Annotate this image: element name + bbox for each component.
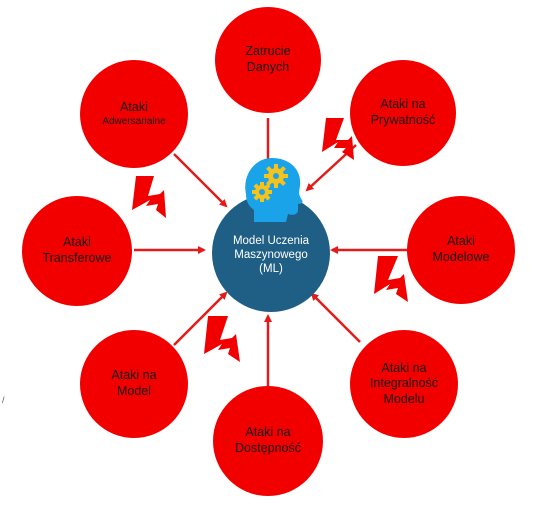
node-ataki-na-model: Ataki na Model [80, 330, 188, 438]
node-label: Ataki Transferowe [42, 235, 111, 266]
node-ataki-adwersarialne: Ataki Adwersarialne [80, 60, 188, 168]
node-label-line-2: Model [116, 384, 152, 398]
node-label-line-1: Ataki [447, 234, 475, 249]
center-label-line-1: Model Uczenia [232, 234, 310, 247]
stray-mark: / [2, 395, 5, 405]
lightning-bolt-icon [322, 118, 354, 160]
node-zatrucie-danych: Zatrucie Danych [215, 7, 321, 113]
node-label-line-2: Adwersarialne [102, 115, 166, 127]
node-label-line-2: Dostępność [234, 441, 301, 455]
center-label-line-2: Maszynowego [234, 248, 308, 261]
node-ataki-na-integralnosc-modelu: Ataki na Integralność Modelu [350, 330, 458, 438]
node-label: Ataki na Prywatność [371, 97, 436, 128]
node-label-line-1: Ataki na [381, 360, 427, 375]
arrow-ataki-na-model [173, 291, 228, 346]
node-label-line-1: Zatrucie [245, 44, 291, 59]
node-label: Ataki na Dostępność [235, 425, 301, 456]
node-label-line-2: Integralność [369, 376, 439, 391]
node-label: Ataki Modelowe [433, 234, 490, 265]
node-label-line-1: Ataki [63, 235, 91, 250]
node-label-line-2: Danych [246, 60, 290, 74]
node-label-line-1: Ataki [120, 99, 148, 114]
lightning-bolt-icon [374, 256, 408, 302]
center-label: Model Uczenia Maszynowego (ML) [233, 234, 309, 276]
head-gears-icon [245, 158, 303, 222]
center-label-line-3: (ML) [259, 263, 283, 275]
node-ataki-modelowe: Ataki Modelowe [407, 196, 515, 304]
lightning-bolt-icon [132, 176, 166, 218]
node-label-line-1: Ataki na [245, 425, 291, 440]
node-label: Ataki na Integralność Modelu [370, 361, 438, 408]
node-label-line-2: Transferowe [42, 251, 112, 265]
node-ataki-transferowe: Ataki Transferowe [22, 196, 132, 306]
node-label: Ataki Adwersarialne [102, 100, 165, 128]
node-ataki-na-prywatnosc: Ataki na Prywatność [350, 60, 456, 166]
node-label-line-2: Modelowe [432, 250, 490, 264]
node-ataki-na-dostepnosc: Ataki na Dostępność [213, 386, 323, 496]
arrow-ataki-adwersarialne [173, 153, 228, 208]
lightning-bolt-icon [204, 316, 240, 362]
node-label-line-2: Prywatność [370, 113, 436, 127]
node-label-line-1: Ataki na [380, 97, 426, 112]
arrow-ataki-na-integralnosc [310, 292, 361, 343]
node-label: Zatrucie Danych [245, 44, 290, 75]
node-label: Ataki na Model [111, 368, 156, 399]
node-label-line-1: Ataki na [111, 368, 157, 383]
node-label-line-3: Modelu [383, 391, 425, 406]
